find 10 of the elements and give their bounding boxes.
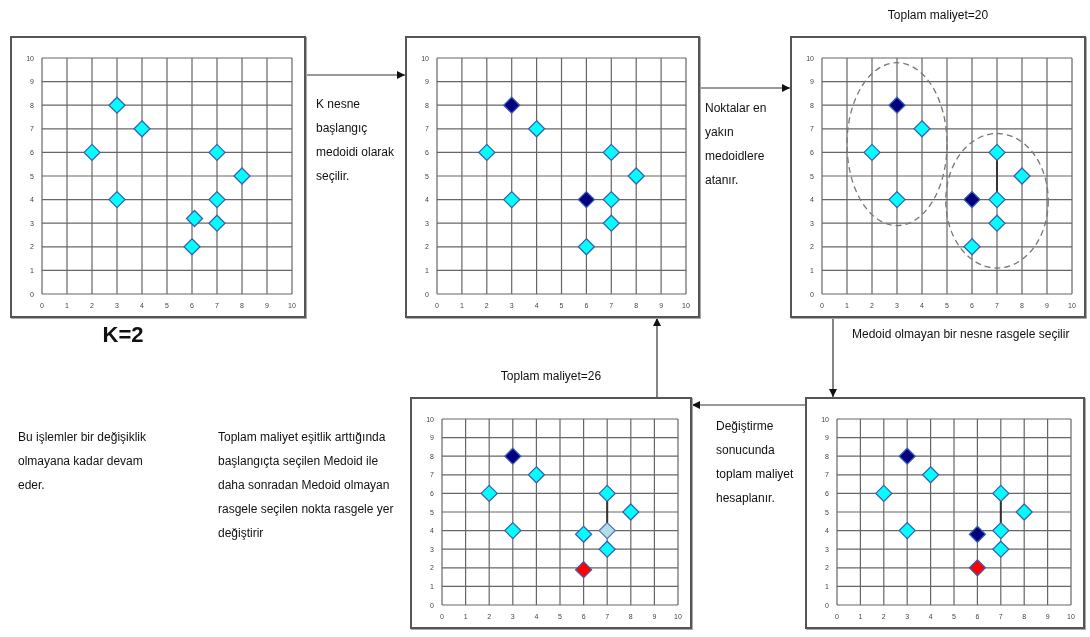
arrow [691,400,806,410]
arrow [652,317,662,398]
cost-caption: Toplam maliyet=20 [886,8,990,22]
parameter-label: K=2 [101,322,145,348]
arrow [305,70,406,80]
scatter-plot-panel [405,36,700,318]
arrow [699,83,791,93]
cost-caption: Toplam maliyet=26 [499,369,603,383]
arrow [828,317,838,398]
scatter-plot-panel [805,397,1085,629]
